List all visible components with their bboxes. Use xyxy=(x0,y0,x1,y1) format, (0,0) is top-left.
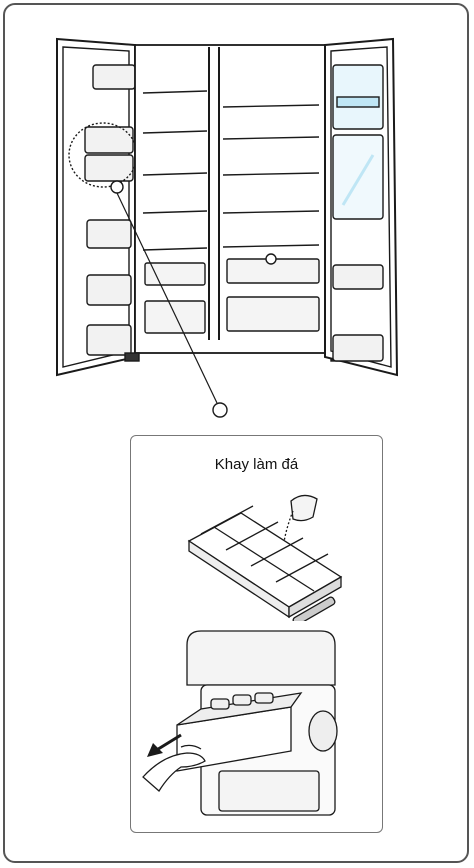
callout-circle-icon xyxy=(211,401,229,419)
ice-tray-panel: Khay làm đá xyxy=(130,435,383,833)
ice-tray-illustration xyxy=(181,481,351,621)
leader-line xyxy=(105,191,235,421)
panel-title: Khay làm đá xyxy=(131,456,382,473)
ice-drawer-illustration xyxy=(141,621,371,821)
figure-frame: Khay làm đá xyxy=(3,3,469,863)
pull-arrow-icon xyxy=(147,735,181,757)
